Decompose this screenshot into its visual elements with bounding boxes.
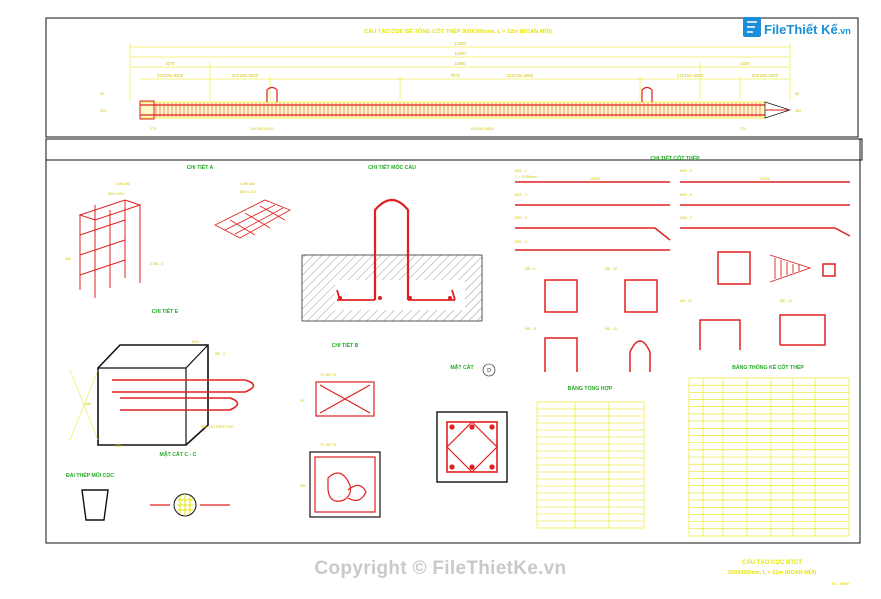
svg-text:300: 300 bbox=[100, 109, 106, 113]
svg-text:30: 30 bbox=[300, 399, 304, 403]
title-block-line1: CẤU TẠO CỌC BTCT bbox=[742, 559, 802, 566]
svg-text:Ø8 - 9: Ø8 - 9 bbox=[525, 267, 535, 271]
heading-detail-b: CHI TIẾT B bbox=[332, 342, 359, 349]
pile-elevation bbox=[139, 86, 792, 120]
svg-text:70 160 70: 70 160 70 bbox=[320, 373, 336, 377]
section-d-marker-circle bbox=[482, 363, 496, 377]
total-table bbox=[536, 401, 645, 529]
svg-text:80: 80 bbox=[795, 92, 799, 96]
svg-text:4 Ø6 a50: 4 Ø6 a50 bbox=[240, 182, 255, 186]
svg-text:Ø8 - 1: Ø8 - 1 bbox=[215, 352, 225, 356]
svg-text:650 x 310: 650 x 310 bbox=[240, 190, 256, 194]
detail-a-cage bbox=[78, 199, 291, 298]
heading-detail-hook: CHI TIẾT MÓC CẨU bbox=[368, 163, 416, 171]
logo-brand: Thiết Kế bbox=[786, 22, 838, 37]
rebar-detail-labels: Ø20 - 1 L = 11900mm Ø20 - 2 Ø20 - 3 Ø20 - 4… bbox=[515, 169, 792, 331]
heading-detail-rebar: CHI TIẾT CỐT THÉP bbox=[650, 154, 700, 162]
svg-text:270: 270 bbox=[150, 127, 156, 131]
svg-text:Ø20: Ø20 bbox=[192, 340, 199, 344]
svg-text:19X200=3800: 19X200=3800 bbox=[470, 127, 494, 131]
title-block-line2: 300X300mm, L = 12m (ĐOẠN MŨI) bbox=[728, 569, 817, 576]
svg-text:Ø20 - 4: Ø20 - 4 bbox=[515, 240, 527, 244]
svg-text:Ø8 - 10: Ø8 - 10 bbox=[605, 267, 617, 271]
detail-e-labels: Ø20 Ø8 - 1 380 380 TRÁI HỐ THÉP CỌC bbox=[85, 340, 234, 448]
tip-steel bbox=[81, 489, 230, 521]
pile-stirrups bbox=[155, 103, 761, 117]
svg-text:TRÁI HỐ THÉP CỌC: TRÁI HỐ THÉP CỌC bbox=[200, 424, 234, 429]
title-block-sheet: TK - 0000 bbox=[831, 581, 850, 586]
detail-b-labels: 70 160 70 30 70 160 70 380 bbox=[300, 373, 336, 488]
dim-mid-seg: 7675 bbox=[450, 73, 460, 78]
detail-a-labels: 3 Ø6 a50 650 x 310 4 Ø6 a50 650 x 310 380 2… bbox=[65, 182, 256, 266]
heading-rebar-table: BẢNG THỐNG KÊ CỐT THÉP bbox=[732, 363, 804, 371]
dimension-lines bbox=[129, 43, 791, 100]
svg-text:Ø8 - 12: Ø8 - 12 bbox=[605, 327, 617, 331]
detail-e bbox=[69, 344, 255, 446]
dim-11900: 11900 bbox=[454, 51, 466, 56]
svg-text:70 160 70: 70 160 70 bbox=[320, 443, 336, 447]
svg-text:Ø20 - 6: Ø20 - 6 bbox=[680, 193, 692, 197]
heading-detail-a: CHI TIẾT A bbox=[187, 164, 214, 171]
svg-text:BT: BT bbox=[100, 92, 106, 96]
svg-text:380: 380 bbox=[65, 257, 71, 261]
svg-text:300: 300 bbox=[795, 109, 801, 113]
heading-tip-steel: ĐAI THÉP MŨI CỌC bbox=[66, 471, 114, 479]
detail-b bbox=[309, 381, 381, 518]
svg-text:380: 380 bbox=[85, 402, 91, 406]
dim-stirrup-5: 20X100=2000 bbox=[752, 73, 779, 78]
svg-text:Ø20 - 1: Ø20 - 1 bbox=[515, 169, 527, 173]
dim-right-seg: 2325 bbox=[740, 61, 750, 66]
detail-hook bbox=[301, 198, 483, 322]
pile-side-annotations: BT 300 80 300 270 10X200=2000 19X200=3800 27… bbox=[100, 92, 801, 131]
svg-text:Ø20 - 5: Ø20 - 5 bbox=[680, 169, 692, 173]
dim-stirrup-1: 32X100=3200 bbox=[157, 73, 184, 78]
rebar-table bbox=[688, 377, 850, 537]
svg-text:Ø20 - 2: Ø20 - 2 bbox=[515, 193, 527, 197]
dim-11800: 11800 bbox=[454, 61, 466, 66]
svg-text:L = 11900mm: L = 11900mm bbox=[515, 175, 537, 179]
dim-stirrup-4: 17X150=2550 bbox=[677, 73, 704, 78]
top-frame bbox=[45, 17, 859, 138]
logo-suffix: .vn bbox=[838, 26, 851, 36]
dim-total: 12000 bbox=[454, 41, 466, 46]
copyright-watermark: Copyright © FileThietKe.vn bbox=[314, 558, 567, 579]
svg-text:Ø8 - 14: Ø8 - 14 bbox=[780, 299, 792, 303]
section-headings: CHI TIẾT A CHI TIẾT MÓC CẨU CHI TIẾT CỐT… bbox=[66, 154, 804, 479]
svg-text:2 Ø6 - 4: 2 Ø6 - 4 bbox=[150, 262, 163, 266]
filethietke-logo: FileThiết Kế.vn bbox=[743, 17, 851, 37]
title-strip-frame bbox=[45, 138, 863, 161]
svg-text:380: 380 bbox=[115, 444, 121, 448]
rebar-detail-lines bbox=[515, 181, 851, 372]
svg-text:10X200=2000: 10X200=2000 bbox=[250, 127, 274, 131]
dimension-texts: 12000 11900 11800 3375 7675 2325 32X100=… bbox=[157, 41, 779, 78]
svg-text:Ø8 - 11: Ø8 - 11 bbox=[525, 327, 537, 331]
dim-left-seg: 3375 bbox=[165, 61, 175, 66]
svg-text:270: 270 bbox=[740, 127, 746, 131]
section-d-marker: D bbox=[487, 368, 491, 374]
dim-stirrup-3: 31X150=4650 bbox=[507, 73, 534, 78]
heading-detail-e: CHI TIẾT E bbox=[152, 308, 179, 315]
svg-text:Ø8 - 13: Ø8 - 13 bbox=[680, 299, 692, 303]
logo-prefix: File bbox=[764, 22, 786, 37]
heading-section-d: MẶT CẮT bbox=[450, 363, 474, 371]
dim-stirrup-2: 32X100=3200 bbox=[232, 73, 259, 78]
svg-text:3 Ø6 a50: 3 Ø6 a50 bbox=[115, 182, 130, 186]
svg-text:11900: 11900 bbox=[760, 177, 770, 181]
header-title: CẤU TẠO CỌC BÊ TÔNG CỐT THÉP 300X300mm, … bbox=[364, 27, 552, 35]
svg-text:Ø20 - 7: Ø20 - 7 bbox=[680, 216, 692, 220]
spiral-tip bbox=[769, 254, 812, 283]
svg-text:650 x 310: 650 x 310 bbox=[108, 192, 124, 196]
heading-section-cc: MẶT CẮT C - C bbox=[160, 450, 197, 458]
svg-text:11900: 11900 bbox=[590, 177, 600, 181]
svg-text:FileThiết Kế.vn: FileThiết Kế.vn bbox=[764, 22, 851, 37]
svg-text:380: 380 bbox=[300, 484, 306, 488]
section-d bbox=[436, 411, 508, 483]
heading-total-table: BẢNG TỔNG HỢP bbox=[568, 385, 613, 392]
svg-text:Ø20 - 3: Ø20 - 3 bbox=[515, 216, 527, 220]
main-frame bbox=[45, 138, 861, 544]
